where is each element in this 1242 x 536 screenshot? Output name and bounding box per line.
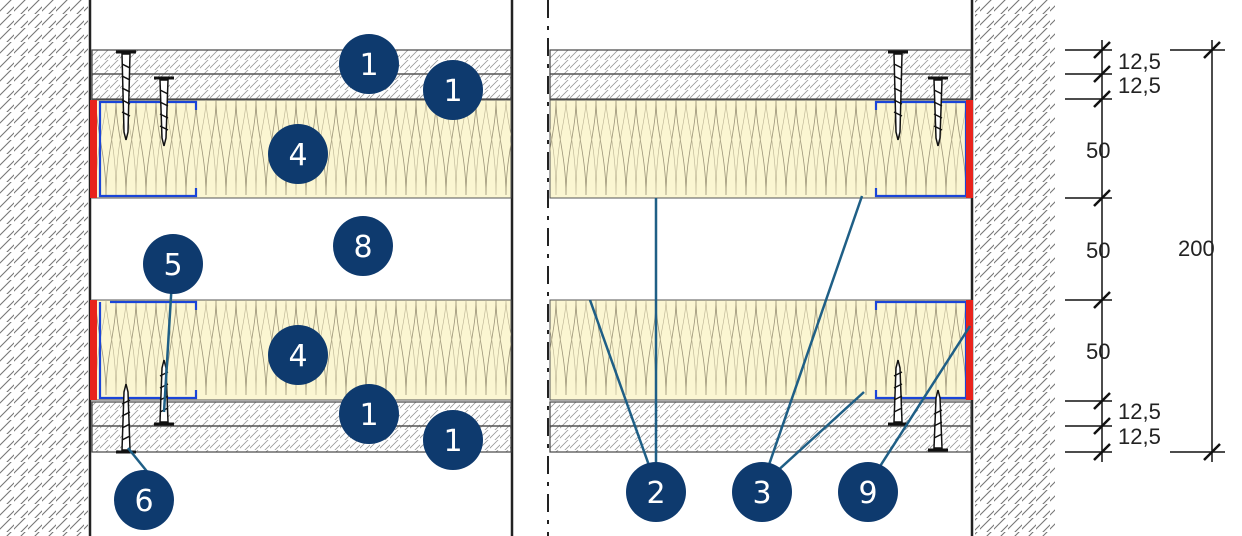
- edge-seals: [90, 100, 973, 400]
- insulation-layer-lower: [91, 299, 972, 401]
- dimension-board-3: 12,5: [1118, 399, 1161, 424]
- insulation-layer-upper: [91, 99, 972, 199]
- left-wall: [0, 0, 88, 536]
- callout-label-board-bottom-outer: 1: [443, 424, 462, 459]
- board-layers-top: [91, 49, 972, 100]
- callout-markers: [114, 34, 898, 530]
- dimension-chain: [1065, 40, 1225, 462]
- dimension-board-4: 12,5: [1118, 424, 1161, 449]
- dimension-cavity: 50: [1086, 238, 1110, 263]
- dimension-board-2: 12,5: [1118, 73, 1161, 98]
- callout-label-insulation-lower: 4: [288, 339, 307, 374]
- dimension-insulation-lower: 50: [1086, 339, 1110, 364]
- callout-label-screw-long: 5: [163, 248, 182, 283]
- callout-label-2: 2: [646, 476, 665, 511]
- callout-label-cavity: 8: [353, 230, 372, 265]
- dimension-board-1: 12,5: [1118, 49, 1161, 74]
- dimension-insulation-upper: 50: [1086, 138, 1110, 163]
- callout-label-3: 3: [752, 476, 771, 511]
- callout-label-board-top-inner: 1: [443, 74, 462, 109]
- callout-label-insulation-upper: 4: [288, 138, 307, 173]
- callout-label-screw-short: 6: [134, 484, 153, 519]
- callout-label-board-bottom-inner: 1: [359, 398, 378, 433]
- callout-label-board-top-outer: 1: [359, 48, 378, 83]
- dimension-total: 200: [1178, 236, 1215, 261]
- callout-label-9: 9: [858, 476, 877, 511]
- board-layers-bottom: [91, 401, 972, 453]
- right-wall: [975, 0, 1055, 536]
